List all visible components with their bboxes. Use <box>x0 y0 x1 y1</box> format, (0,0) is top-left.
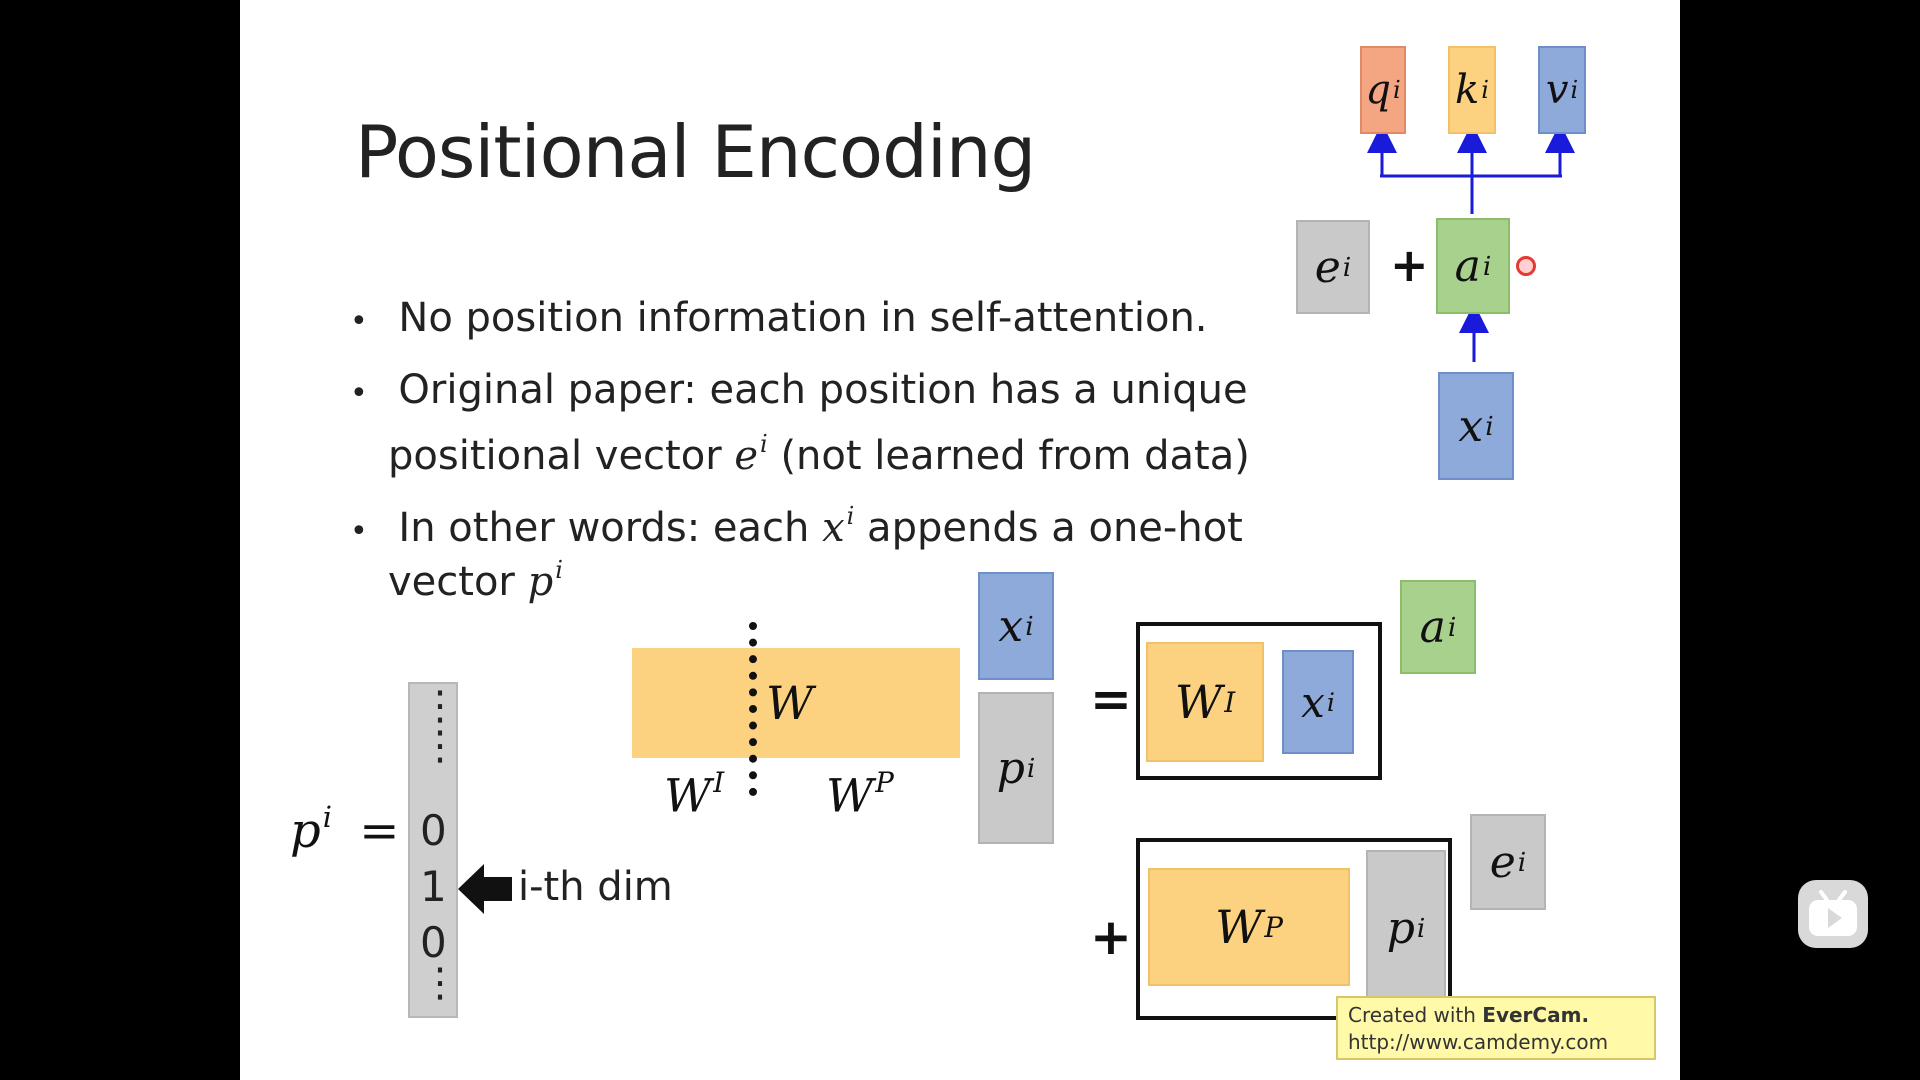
onehot-vector <box>408 682 458 1018</box>
bullet-2-line2: positional vector ei (not learned from d… <box>388 430 1250 479</box>
evercam-watermark: Created with EverCam. http://www.camdemy… <box>1336 996 1656 1060</box>
WP-label: WP <box>826 766 894 823</box>
slide-title: Positional Encoding <box>355 110 1036 194</box>
onehot-dots-bottom: ⋮ <box>420 960 460 1006</box>
plus-top: + <box>1390 238 1429 292</box>
bullet-dot: • <box>350 513 368 549</box>
onehot-dots-top: ⋮⋮ <box>420 683 460 769</box>
plus-bottom: + <box>1090 908 1132 966</box>
slide: Positional Encoding • No position inform… <box>240 0 1680 1080</box>
bullet-dot: • <box>350 376 368 411</box>
onehot-value-1: 1 <box>420 862 447 911</box>
onehot-lhs: pi = <box>290 800 400 860</box>
W-divider <box>749 622 757 796</box>
bullet-text: Original paper: each position has a uniq… <box>398 367 1248 413</box>
W-matrix: W <box>632 648 960 758</box>
equals-sign: = <box>1090 670 1132 728</box>
bullet-3: • In other words: each xi appends a one-… <box>350 502 1243 551</box>
WP-p-frame <box>1136 838 1452 1020</box>
bullet-2: • Original paper: each position has a un… <box>350 362 1248 422</box>
bullet-text: No position information in self-attentio… <box>398 295 1208 341</box>
ith-dim-label: i-th dim <box>518 864 673 910</box>
bullet-1: • No position information in self-attent… <box>350 290 1208 350</box>
onehot-value-2: 0 <box>420 918 447 967</box>
bilibili-tv-icon[interactable] <box>1798 880 1868 948</box>
bullet-3-line2: vector pi <box>388 556 563 605</box>
laser-pointer-icon <box>1516 256 1536 276</box>
diagram-arrows <box>1367 123 1575 362</box>
WI-x-frame <box>1136 622 1382 780</box>
onehot-value-0: 0 <box>420 806 447 855</box>
WI-label: WI <box>664 766 725 823</box>
left-arrow-icon <box>458 864 512 914</box>
bullet-dot: • <box>350 304 368 339</box>
